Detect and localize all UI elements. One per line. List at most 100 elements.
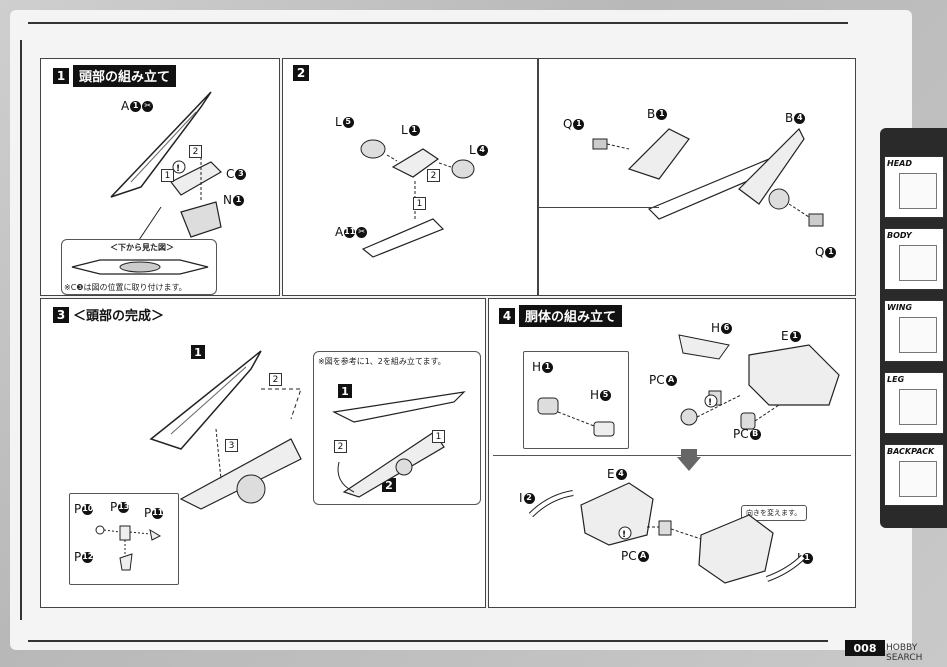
step-title: 胴体の組み立て (519, 305, 623, 327)
step-3-header: 3 ＜頭部の完成＞ (53, 305, 164, 324)
part-number: 1 (542, 361, 554, 373)
part-number: A (665, 374, 677, 386)
part-letter: H (711, 321, 721, 335)
part-letter: Q (563, 117, 573, 131)
order-mark: 1 (161, 169, 174, 182)
order-mark: 3 (225, 439, 238, 452)
leg-icon (899, 389, 937, 425)
tab-wing[interactable]: WING (884, 300, 944, 362)
down-arrow-icon (677, 449, 701, 471)
part-letter: N (223, 193, 232, 207)
bottom-view-note: ※C❸は図の位置に取り付けます。 (64, 283, 187, 292)
tab-backpack[interactable]: BACKPACK (884, 444, 944, 506)
tab-label: WING (887, 303, 913, 312)
part-number: 2 (523, 492, 535, 504)
step-4-header: 4 胴体の組み立て (499, 305, 623, 327)
direction-note-box: 向きを変えます。 (741, 505, 807, 521)
cut-icon: ✂ (356, 226, 368, 238)
part-number: 4 (615, 468, 627, 480)
head-completion-drawing (149, 350, 302, 510)
part-number: 5 (342, 116, 354, 128)
subassembly-1-mark: 1 (191, 345, 205, 359)
step-number: 1 (53, 68, 69, 84)
part-number: 3 (235, 168, 247, 180)
part-letter: PC (733, 427, 749, 441)
part-number: 1 (408, 124, 420, 136)
head-part-drawing: ! (110, 91, 222, 268)
step-2-header: 2 (293, 65, 309, 81)
part-letter: E (781, 329, 789, 343)
part-number: 10 (82, 503, 94, 515)
part-number: 4 (794, 112, 806, 124)
order-mark: 2 (334, 440, 347, 453)
part-number: 1 (656, 108, 668, 120)
bottom-view-box: ＜下から見た図＞ ※C❸は図の位置に取り付けます。 (61, 239, 217, 295)
part-number: 11 (152, 507, 164, 519)
divider-line (539, 207, 659, 208)
watermark: HOBBY SEARCH (886, 643, 923, 663)
head-icon (899, 173, 937, 209)
wing-icon (899, 317, 937, 353)
direction-note: 向きを変えます。 (746, 509, 802, 517)
part-number: A (637, 550, 649, 562)
tab-label: HEAD (887, 159, 912, 168)
part-number: 1 (825, 246, 837, 258)
step-3-panel: 3 ＜頭部の完成＞ 1 2 2 3 ※図を参考に1、2を組み立てます。 1 2 … (40, 298, 486, 608)
svg-text:!: ! (622, 530, 626, 540)
part-letter: B (785, 111, 794, 125)
part-letter: P (74, 550, 82, 564)
part-number: 6 (721, 322, 733, 334)
step-title: ＜頭部の完成＞ (73, 309, 165, 324)
part-number: 1 (573, 118, 585, 130)
tab-head[interactable]: HEAD (884, 156, 944, 218)
tab-label: BACKPACK (887, 447, 935, 456)
bottom-view-drawing (71, 259, 209, 275)
tab-label: BODY (887, 231, 912, 240)
subassembly-1-mark: 1 (338, 384, 352, 398)
step-title: 頭部の組み立て (73, 65, 177, 87)
frame-line-bottom (28, 640, 828, 642)
part-letter: A (335, 225, 344, 239)
step-2-parts-drawing (360, 139, 475, 258)
part-letter: L (335, 115, 342, 129)
part-letter: E (607, 467, 615, 481)
backpack-icon (899, 461, 937, 497)
neck-joint-drawing (537, 397, 615, 437)
bottom-view-title: ＜下から見た図＞ (110, 243, 174, 252)
part-letter: P (74, 502, 82, 516)
part-letter: H (590, 388, 600, 402)
frame-line-top (28, 22, 848, 24)
step-number: 4 (499, 308, 515, 324)
part-number: 1 (801, 552, 813, 564)
part-letter: PC (621, 549, 637, 563)
tab-body[interactable]: BODY (884, 228, 944, 290)
part-letter: P (144, 506, 152, 520)
part-letter: C (226, 167, 235, 181)
step-1-header: 1 頭部の組み立て (53, 65, 177, 87)
divider-line (493, 455, 851, 456)
frame-line-left (20, 40, 22, 620)
tab-leg[interactable]: LEG (884, 372, 944, 434)
part-letter: A (121, 99, 130, 113)
reference-note-box: ※図を参考に1、2を組み立てます。 1 2 2 1 (313, 351, 481, 505)
